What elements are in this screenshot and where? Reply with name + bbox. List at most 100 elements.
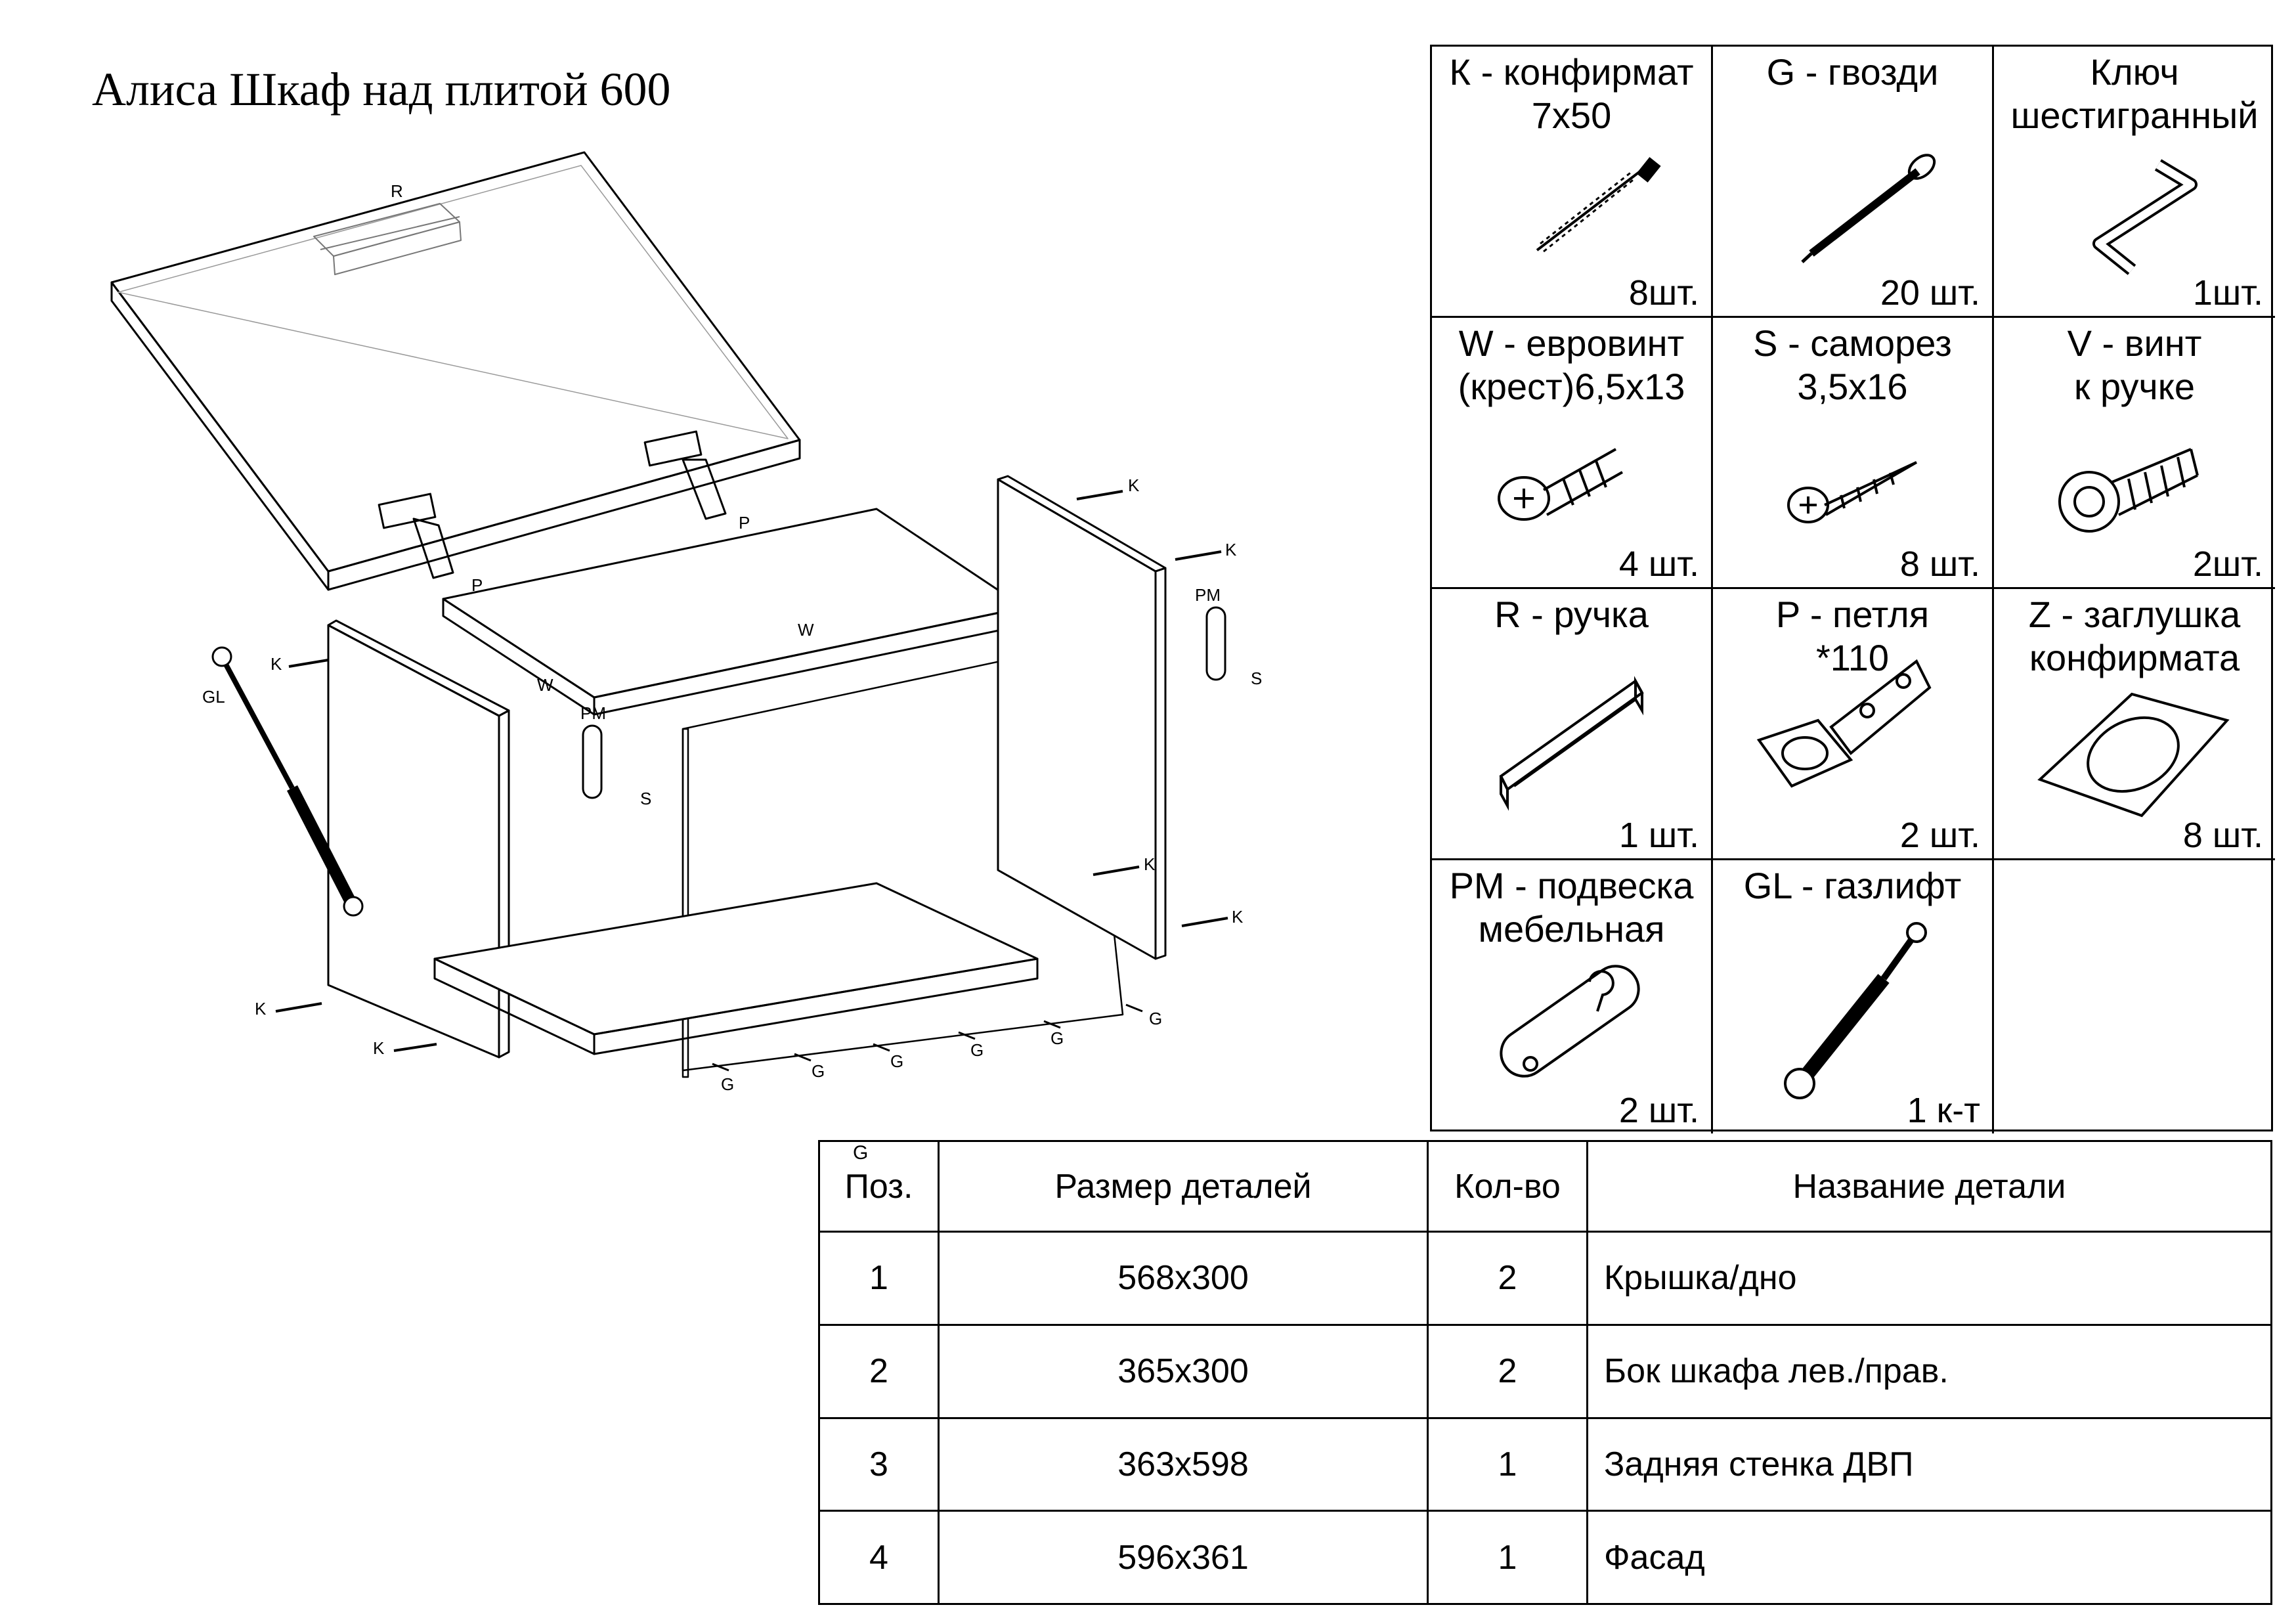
hanger-parts bbox=[582, 606, 1226, 799]
table-row: 4 596x361 1 Фасад bbox=[818, 1510, 2272, 1605]
hw-name: S - саморез 3,5х16 bbox=[1753, 322, 1952, 407]
label-P: P bbox=[739, 513, 750, 533]
label-S-2: S bbox=[640, 789, 651, 808]
hw-cell-confirmat-cap: Z - заглушка конфирмата 8 шт. bbox=[1994, 589, 2275, 860]
facade-panel bbox=[110, 151, 801, 591]
hex-key-icon bbox=[2092, 159, 2198, 275]
hw-qty: 2 шт. bbox=[1618, 1091, 1699, 1130]
cell-part-name: Фасад bbox=[1586, 1510, 2272, 1605]
hw-cell-empty bbox=[1994, 860, 2275, 1133]
cell-position: 3 bbox=[818, 1416, 940, 1512]
label-S: S bbox=[1251, 669, 1262, 688]
hw-cell-hinge: P - петля *110 2 шт. bbox=[1713, 589, 1994, 860]
label-K: K bbox=[1128, 475, 1140, 495]
hw-qty: 8 шт. bbox=[2182, 816, 2263, 855]
left-side-panel bbox=[327, 619, 510, 1059]
label-K-2: K bbox=[1225, 540, 1237, 560]
hw-cell-confirmat: К - конфирмат 7x50 8шт. bbox=[1432, 47, 1713, 318]
label-K-3: K bbox=[1144, 854, 1156, 874]
hw-name: Z - заглушка конфирмата bbox=[2028, 594, 2241, 678]
hw-qty: 4 шт. bbox=[1618, 544, 1699, 584]
hw-cell-nails: G - гвозди 20 шт. bbox=[1713, 47, 1994, 318]
parts-header-row: G Поз. Размер деталей Кол-во Название де… bbox=[818, 1140, 2272, 1233]
hw-name: PM - подвеска мебельная bbox=[1449, 865, 1694, 950]
handle-screw-icon bbox=[2058, 448, 2199, 533]
gas-lift-part bbox=[211, 646, 364, 917]
cell-size: 596x361 bbox=[938, 1510, 1429, 1605]
cell-position: 1 bbox=[818, 1231, 940, 1326]
label-G-6: G bbox=[1149, 1009, 1162, 1028]
header-position-label: Поз. bbox=[844, 1167, 913, 1206]
assembly-diagram: R P P W W K K K K K K K PM PM S S GL G G… bbox=[110, 151, 1262, 1094]
hw-cell-hanger: PM - подвеска мебельная 2 шт. bbox=[1432, 860, 1713, 1133]
bottom-panel bbox=[433, 882, 1039, 1055]
label-G-2: G bbox=[812, 1061, 825, 1081]
confirmat-cap-icon bbox=[2037, 692, 2230, 818]
gas-lift-icon bbox=[1784, 922, 1927, 1099]
cell-part-name: Бок шкафа лев./прав. bbox=[1586, 1323, 2272, 1419]
hinge-icon bbox=[1756, 659, 1932, 788]
label-G-4: G bbox=[970, 1040, 984, 1060]
hw-name: V - винт к ручке bbox=[2067, 322, 2202, 407]
hw-qty: 2 шт. bbox=[1899, 816, 1980, 855]
cell-qty: 1 bbox=[1427, 1510, 1588, 1605]
label-W-2: W bbox=[537, 675, 553, 695]
hw-qty: 8 шт. bbox=[1899, 544, 1980, 584]
hinge-part bbox=[378, 430, 727, 579]
nail-icon bbox=[1801, 154, 1936, 263]
hw-qty: 1 к-т bbox=[1907, 1091, 1980, 1130]
header-size: Размер деталей bbox=[938, 1140, 1429, 1233]
cell-part-name: Задняя стенка ДВП bbox=[1586, 1416, 2272, 1512]
cell-size: 363x598 bbox=[938, 1416, 1429, 1512]
label-GL: GL bbox=[202, 687, 225, 707]
label-R: R bbox=[391, 181, 403, 201]
hw-cell-handle: R - ручка 1 шт. bbox=[1432, 589, 1713, 860]
hw-name: W - евровинт (крест)6,5х13 bbox=[1458, 322, 1685, 407]
label-K-5: K bbox=[271, 654, 282, 674]
cell-part-name: Крышка/дно bbox=[1586, 1231, 2272, 1326]
hw-cell-self-tapping: S - саморез 3,5х16 8 шт. bbox=[1713, 318, 1994, 589]
self-tapping-screw-icon bbox=[1787, 461, 1918, 523]
cell-size: 568x300 bbox=[938, 1231, 1429, 1326]
table-row: 2 365x300 2 Бок шкафа лев./прав. bbox=[818, 1323, 2272, 1419]
table-row: 1 568x300 2 Крышка/дно bbox=[818, 1231, 2272, 1326]
hw-name: GL - газлифт bbox=[1743, 865, 1962, 906]
nail-parts bbox=[712, 1003, 1143, 1072]
label-K-4: K bbox=[1232, 907, 1244, 927]
confirmat-screws bbox=[275, 490, 1228, 1052]
hw-name: P - петля *110 bbox=[1775, 594, 1930, 678]
hw-cell-gas-lift: GL - газлифт 1 к-т bbox=[1713, 860, 1994, 1133]
header-qty: Кол-во bbox=[1427, 1140, 1588, 1233]
header-part-name: Название детали bbox=[1586, 1140, 2272, 1233]
hw-qty: 8шт. bbox=[1628, 273, 1699, 313]
label-PM-2: PM bbox=[580, 703, 606, 723]
label-K-7: K bbox=[373, 1038, 385, 1058]
hw-cell-euro-screw: W - евровинт (крест)6,5х13 4 шт. bbox=[1432, 318, 1713, 589]
cell-position: 2 bbox=[818, 1323, 940, 1419]
table-row: 3 363x598 1 Задняя стенка ДВП bbox=[818, 1416, 2272, 1512]
cell-qty: 2 bbox=[1427, 1231, 1588, 1326]
label-G-3: G bbox=[890, 1051, 903, 1071]
page-title: Алиса Шкаф над плитой 600 bbox=[92, 63, 671, 116]
label-G: G bbox=[721, 1074, 734, 1094]
hw-name: G - гвозди bbox=[1766, 51, 1939, 93]
header-position: G Поз. bbox=[818, 1140, 940, 1233]
right-side-panel bbox=[997, 475, 1167, 960]
hw-name: R - ручка bbox=[1494, 594, 1649, 635]
hardware-grid: К - конфирмат 7x50 8шт. G - гвозди 20 шт… bbox=[1430, 45, 2275, 1133]
hw-qty: 1шт. bbox=[2192, 273, 2263, 313]
hw-qty: 2шт. bbox=[2192, 544, 2263, 584]
confirmat-screw-icon bbox=[1536, 157, 1661, 253]
label-G-5: G bbox=[1051, 1028, 1064, 1048]
hw-qty: 1 шт. bbox=[1618, 816, 1699, 855]
hw-cell-handle-screw: V - винт к ручке 2шт. bbox=[1994, 318, 2275, 589]
hw-name: Ключ шестигранный bbox=[2010, 51, 2259, 136]
hw-qty: 20 шт. bbox=[1880, 273, 1980, 313]
furniture-hanger-icon bbox=[1500, 965, 1640, 1078]
handle-icon bbox=[1499, 676, 1644, 811]
label-P-2: P bbox=[471, 575, 483, 595]
hw-cell-hex-key: Ключ шестигранный 1шт. bbox=[1994, 47, 2275, 318]
label-K-6: K bbox=[255, 999, 267, 1019]
hw-name: К - конфирмат 7x50 bbox=[1449, 51, 1694, 136]
header-position-mark: G bbox=[853, 1142, 869, 1164]
